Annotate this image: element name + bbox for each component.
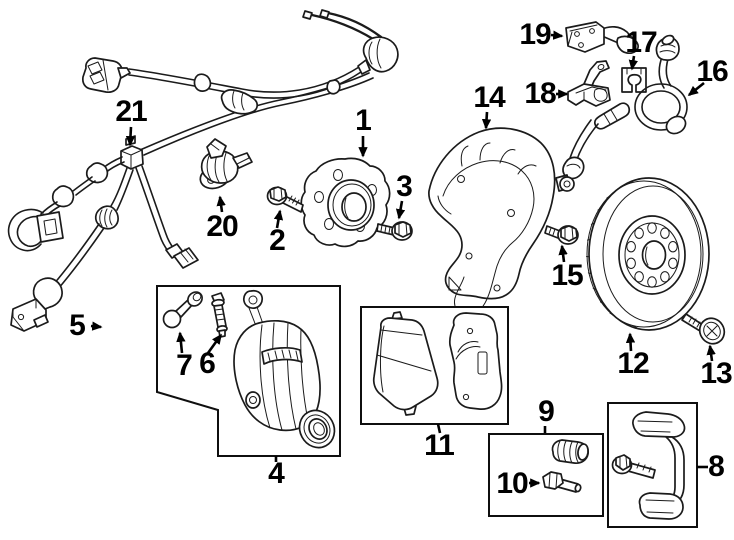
brake-rotor-illustration	[586, 177, 710, 331]
callout-line-2	[273, 209, 284, 229]
part-callout-1[interactable]: 1	[355, 104, 372, 137]
caliper-group-box	[156, 285, 341, 457]
callout-line-6	[206, 333, 223, 354]
callout-line-15	[558, 244, 568, 263]
bolt-15-illustration	[544, 225, 579, 245]
part-callout-8[interactable]: 8	[708, 450, 725, 483]
bolt-3-illustration	[376, 221, 413, 241]
callout-leader-lines	[90, 30, 716, 488]
callout-line-16	[687, 81, 705, 97]
wheel-hub-illustration	[300, 157, 391, 248]
wiring-harness-illustration	[7, 9, 399, 332]
rotor-screw-illustration	[681, 313, 726, 345]
part-callout-12[interactable]: 12	[617, 347, 649, 380]
callout-line-11	[436, 423, 442, 434]
callout-line-19	[550, 30, 564, 40]
bracket-18-illustration	[567, 60, 611, 107]
brake-pads-group-box	[360, 306, 509, 425]
callout-line-3	[395, 200, 406, 220]
abs-sensor-illustration	[199, 138, 253, 190]
part-callout-18[interactable]: 18	[524, 77, 556, 110]
part-callout-4[interactable]: 4	[268, 457, 285, 490]
part-callout-9[interactable]: 9	[538, 395, 555, 428]
part-callout-21[interactable]: 21	[115, 95, 147, 128]
part-callout-11[interactable]: 11	[424, 429, 455, 462]
part-callout-14[interactable]: 14	[473, 81, 505, 114]
retaining-clip-illustration	[621, 67, 647, 93]
bolt-2-illustration	[266, 186, 304, 213]
callout-line-21	[125, 126, 136, 147]
callout-line-5	[90, 321, 103, 331]
caliper-bracket-group-box	[607, 402, 698, 528]
callout-line-14	[481, 111, 492, 130]
part-callout-16[interactable]: 16	[696, 55, 728, 88]
part-callout-7[interactable]: 7	[176, 349, 193, 382]
callout-line-7	[176, 331, 186, 354]
guide-kit-group-box	[488, 433, 604, 517]
part-callout-17[interactable]: 17	[625, 26, 657, 59]
splash-shield-illustration	[428, 127, 556, 316]
part-callout-10[interactable]: 10	[496, 467, 528, 500]
part-callout-15[interactable]: 15	[551, 259, 583, 292]
part-callout-5[interactable]: 5	[69, 309, 86, 342]
callout-line-17	[628, 55, 638, 71]
callout-line-13	[706, 344, 716, 362]
callout-line-20	[216, 195, 226, 213]
part-callout-6[interactable]: 6	[199, 347, 216, 380]
bracket-19-illustration	[565, 21, 639, 54]
part-callout-3[interactable]: 3	[396, 170, 413, 203]
brake-hose-illustration	[555, 34, 688, 192]
part-callout-19[interactable]: 19	[519, 18, 551, 51]
callout-line-12	[625, 332, 636, 352]
part-callout-13[interactable]: 13	[700, 357, 732, 390]
part-callout-20[interactable]: 20	[206, 210, 238, 243]
part-callout-2[interactable]: 2	[269, 224, 286, 257]
